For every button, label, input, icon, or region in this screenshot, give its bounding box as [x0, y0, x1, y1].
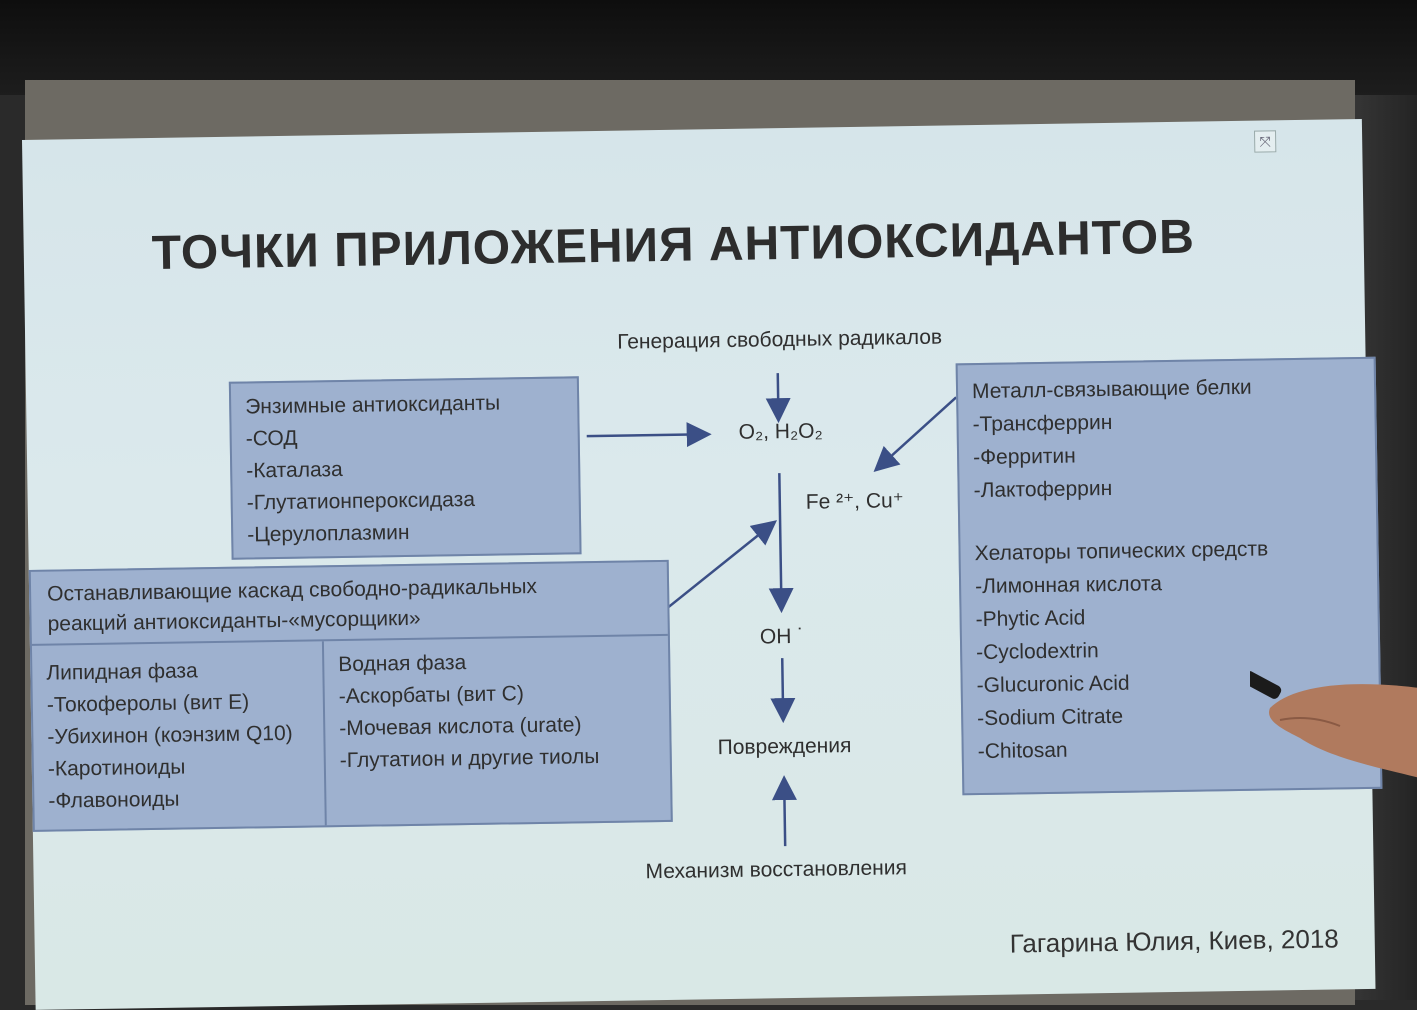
list-item: -Каталаза — [246, 458, 343, 483]
enzyme-antioxidants-box: Энзимные антиоксиданты -СОД -Каталаза -Г… — [228, 376, 582, 560]
list-item: -Глутатион и другие тиолы — [339, 745, 600, 773]
flow-arrows — [586, 373, 957, 847]
scavenger-antioxidants-box: Останавливающие каскад свободно-радикаль… — [28, 559, 673, 832]
list-item: -Флавоноиды — [48, 787, 180, 813]
metals-label: Fe ²⁺, Cu⁺ — [805, 489, 904, 514]
water-phase-cell: Водная фаза -Аскорбаты (вит С) -Мочевая … — [324, 636, 671, 825]
list-item: -СОД — [245, 426, 298, 451]
arrow-o2-to-oh — [768, 473, 794, 614]
arrow-cascade-to-metals — [648, 520, 778, 624]
list-item: -Церулоплазмин — [247, 520, 410, 547]
room-ceiling — [0, 0, 1417, 95]
water-heading: Водная фаза — [338, 651, 467, 677]
generation-label: Генерация свободных радикалов — [617, 325, 943, 354]
list-item: -Токоферолы (вит Е) — [46, 690, 250, 717]
arrow-generation-to-o2 — [765, 373, 791, 424]
o2-label: O₂, H₂O₂ — [738, 419, 823, 444]
presenter-hand — [1250, 671, 1417, 778]
slide-footer: Гагарина Юлия, Киев, 2018 — [1009, 923, 1339, 959]
scavenger-heading: Останавливающие каскад свободно-радикаль… — [30, 561, 668, 646]
list-item: -Аскорбаты (вит С) — [338, 682, 525, 709]
repair-label: Механизм восстановления — [645, 856, 908, 884]
damage-label: Повреждения — [717, 734, 852, 760]
enzyme-heading: Энзимные антиоксиданты — [245, 391, 501, 419]
list-item: -Мочевая кислота (urate) — [339, 713, 582, 741]
oh-label: OH ˙ — [759, 624, 805, 649]
list-item: -Глутатионпероксидаза — [246, 487, 476, 515]
arrow-metal-to-metals — [873, 396, 957, 472]
arrow-oh-to-damage — [770, 658, 796, 724]
list-item: -Убихинон (коэнзим Q10) — [47, 721, 293, 749]
lipid-heading: Липидная фаза — [46, 659, 198, 685]
list-item: -Каротиноиды — [47, 755, 186, 781]
arrow-enzyme-to-o2 — [586, 422, 712, 448]
lipid-phase-cell: Липидная фаза -Токоферолы (вит Е) -Убихи… — [31, 641, 327, 830]
arrow-repair-to-damage — [771, 775, 797, 847]
slide: ⤧ ТОЧКИ ПРИЛОЖЕНИЯ АНТИОКСИДАНТОВ Генера… — [22, 118, 1383, 1010]
